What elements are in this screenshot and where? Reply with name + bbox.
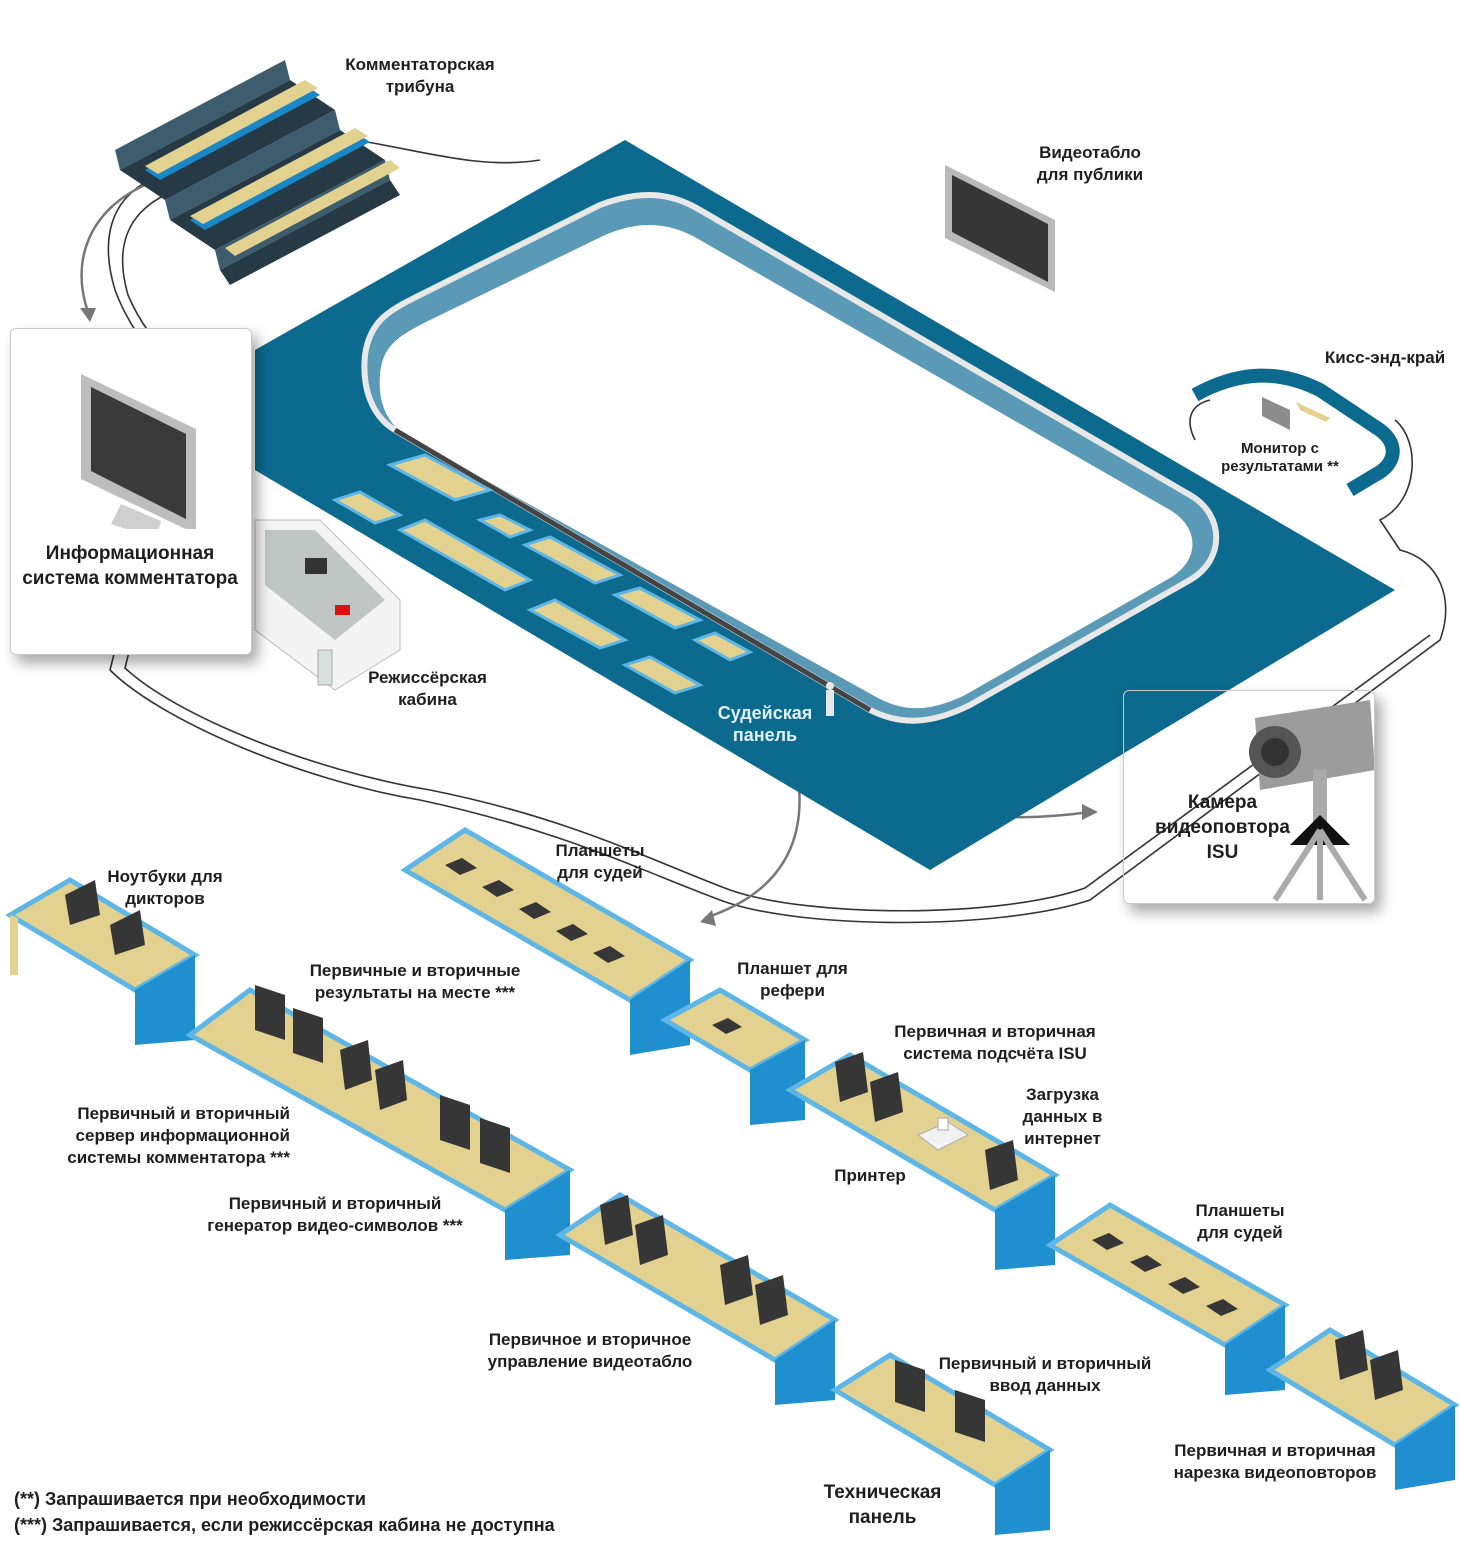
floor-desks (331, 453, 754, 695)
commentator-info-system-callout (10, 328, 252, 655)
cis-server-label: Первичный и вторичный сервер информацион… (67, 1104, 290, 1167)
footnotes: (**) Запрашивается при необходимости (**… (14, 1486, 555, 1538)
printer-label: Принтер (834, 1166, 906, 1185)
kiss-and-cry-graphic (1191, 368, 1400, 497)
judge-figure (826, 682, 834, 716)
commentator-stand-label: Комментаторская трибуна (345, 55, 495, 96)
footnote-double-star: (**) Запрашивается при необходимости (14, 1489, 366, 1509)
public-screen-graphic (945, 165, 1055, 292)
onsite-results-label: Первичные и вторичные результаты на мест… (309, 961, 521, 1002)
internet-upload-label: Загрузка данных в интернет (1022, 1085, 1103, 1148)
isu-scoring-system-label: Первичная и вторичная система подсчёта I… (894, 1022, 1096, 1063)
ice-surface (379, 224, 1193, 709)
kiss-and-cry-label: Кисс-энд-край (1324, 348, 1446, 367)
commentator-info-system-label: Информационная система комментатора (22, 543, 238, 589)
announcer-laptops-label: Ноутбуки для дикторов (107, 867, 223, 908)
printer-graphic (917, 1117, 970, 1151)
public-screen-label: Видеотабло для публики (1036, 143, 1144, 184)
rink-board-edge (393, 427, 872, 713)
replay-cutting-label: Первичная и вторичная нарезка видеоповто… (1173, 1441, 1377, 1482)
referee-tablet-label: Планшет для рефери (737, 959, 848, 1000)
monitor-icon (81, 374, 196, 539)
isu-camera-callout (1123, 690, 1375, 904)
judges-tablets-label-1: Планшеты для судей (555, 841, 645, 882)
footnote-triple-star: (***) Запрашивается, если режиссёрская к… (14, 1515, 555, 1535)
director-booth-graphic (254, 519, 401, 691)
equipment-desks (5, 827, 1460, 1535)
technical-panel-label: Техническая панель (823, 1482, 942, 1528)
desk-devices (65, 858, 1403, 1442)
video-character-generator-label: Первичный и вторичный генератор видео-си… (207, 1194, 463, 1235)
results-monitor-label: Монитор с результатами ** (1221, 440, 1339, 475)
commentator-stand-graphic (115, 60, 400, 285)
director-booth-label: Режиссёрская кабина (368, 668, 487, 709)
judges-tablets-label-2: Планшеты для судей (1195, 1201, 1285, 1242)
judges-panel-label: Судейская панель (717, 703, 813, 745)
scoreboard-control-label: Первичное и вторичное управление видеота… (487, 1330, 693, 1371)
isu-replay-camera-label: Камера видеоповтора ISU (1155, 792, 1290, 863)
arrow-heads (80, 308, 1098, 926)
camera-graphic (1249, 700, 1375, 902)
data-input-label: Первичный и вторичный ввод данных (938, 1354, 1152, 1395)
